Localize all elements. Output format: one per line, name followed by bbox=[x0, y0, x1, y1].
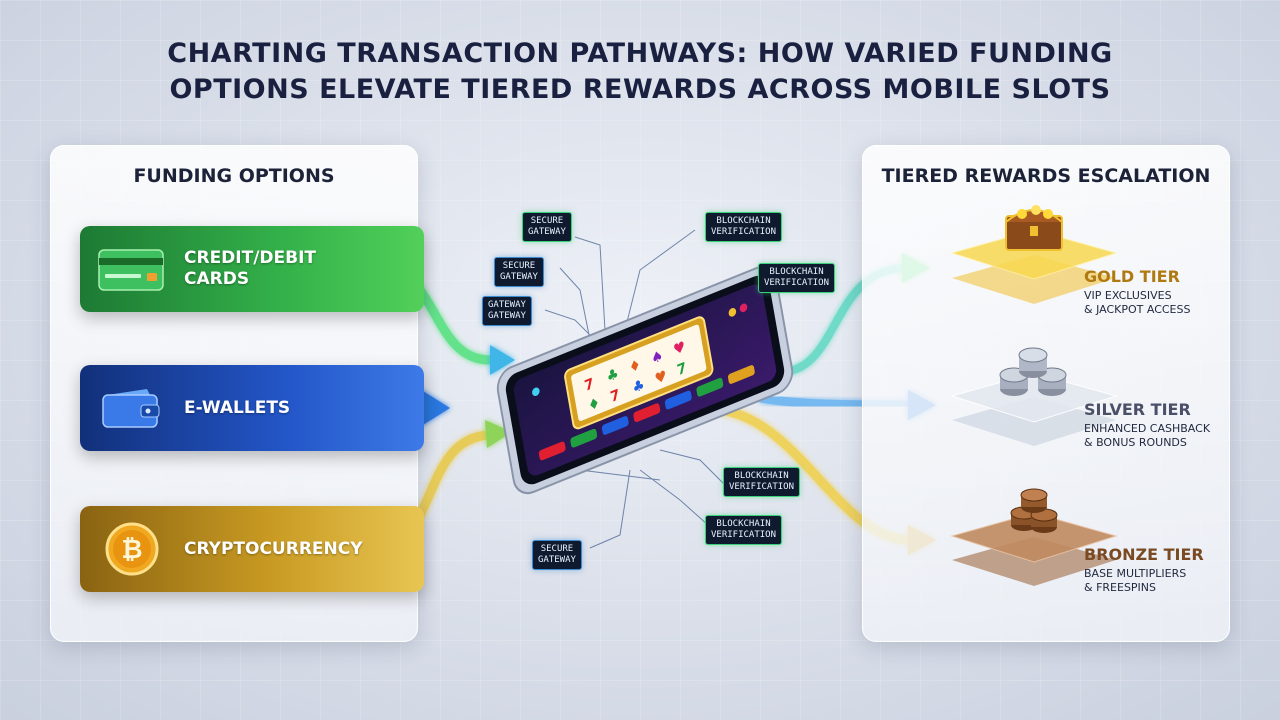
tag-blockchain-verification-2: Blockchain Verification bbox=[758, 263, 836, 293]
funding-option-credit-debit-cards[interactable]: Credit/Debit Cards bbox=[80, 226, 424, 312]
tag-gateway-3: Gateway Gateway bbox=[482, 296, 532, 326]
tag-secure-gateway-1: Secure Gateway bbox=[522, 212, 572, 242]
funding-option-cryptocurrency[interactable]: ₿ Cryptocurrency bbox=[80, 506, 424, 592]
tag-blockchain-verification-4: Blockchain Verification bbox=[705, 515, 783, 545]
funding-option-label: E-Wallets bbox=[184, 397, 291, 418]
title-line-2: Options Elevate Tiered Rewards Across Mo… bbox=[169, 74, 1111, 105]
tag-secure-gateway-4: Secure Gateway bbox=[532, 540, 582, 570]
gold-tier-name: Gold Tier bbox=[1084, 267, 1180, 286]
treasure-chest-icon bbox=[950, 205, 1118, 304]
svg-text:₿: ₿ bbox=[121, 535, 142, 565]
tag-secure-gateway-2: Secure Gateway bbox=[494, 257, 544, 287]
connector-lines bbox=[519, 229, 761, 549]
arrow-gold-head bbox=[485, 420, 512, 448]
silver-coins-icon bbox=[950, 347, 1118, 446]
funding-option-label: Cryptocurrency bbox=[184, 538, 363, 559]
tiered-rewards-panel: Tiered Rewards Escalation Gold Tier VIP … bbox=[862, 145, 1230, 642]
arrow-blue-head bbox=[418, 388, 450, 428]
bronze-coins-icon bbox=[950, 488, 1118, 586]
funding-options-panel: Funding Options Credit/Debit Cards E-Wal… bbox=[50, 145, 424, 642]
bronze-tier-description: Base Multipliers & Freespins bbox=[1084, 567, 1187, 594]
tiered-rewards-heading: Tiered Rewards Escalation bbox=[881, 165, 1211, 187]
silver-tier-graphic bbox=[944, 345, 1124, 455]
funding-option-e-wallets[interactable]: E-Wallets bbox=[80, 365, 424, 451]
funding-option-label: Credit/Debit Cards bbox=[184, 248, 317, 289]
bronze-tier-graphic bbox=[944, 485, 1124, 595]
credit-card-icon bbox=[98, 249, 164, 291]
silver-tier-description: Enhanced Cashback & Bonus Rounds bbox=[1084, 422, 1211, 449]
tag-blockchain-verification-3: Blockchain Verification bbox=[723, 467, 801, 497]
silver-tier-text: Silver Tier Enhanced Cashback & Bonus Ro… bbox=[1084, 400, 1234, 450]
bronze-tier-name: Bronze Tier bbox=[1084, 545, 1204, 564]
title-line-1: Charting Transaction Pathways: How Varie… bbox=[167, 38, 1113, 69]
page-title: Charting Transaction Pathways: How Varie… bbox=[0, 36, 1280, 108]
bronze-tier-text: Bronze Tier Base Multipliers & Freespins bbox=[1084, 545, 1234, 595]
bitcoin-icon: ₿ bbox=[105, 522, 159, 576]
funding-options-heading: Funding Options bbox=[133, 165, 335, 187]
tag-blockchain-verification-1: Blockchain Verification bbox=[705, 212, 783, 242]
gold-tier-text: Gold Tier VIP Exclusives & Jackpot Acces… bbox=[1084, 267, 1234, 317]
arrow-green-head bbox=[490, 345, 515, 375]
silver-tier-name: Silver Tier bbox=[1084, 400, 1191, 419]
wallet-icon bbox=[102, 389, 160, 428]
gold-tier-description: VIP Exclusives & Jackpot Access bbox=[1084, 289, 1191, 316]
gold-tier-graphic bbox=[944, 200, 1124, 310]
